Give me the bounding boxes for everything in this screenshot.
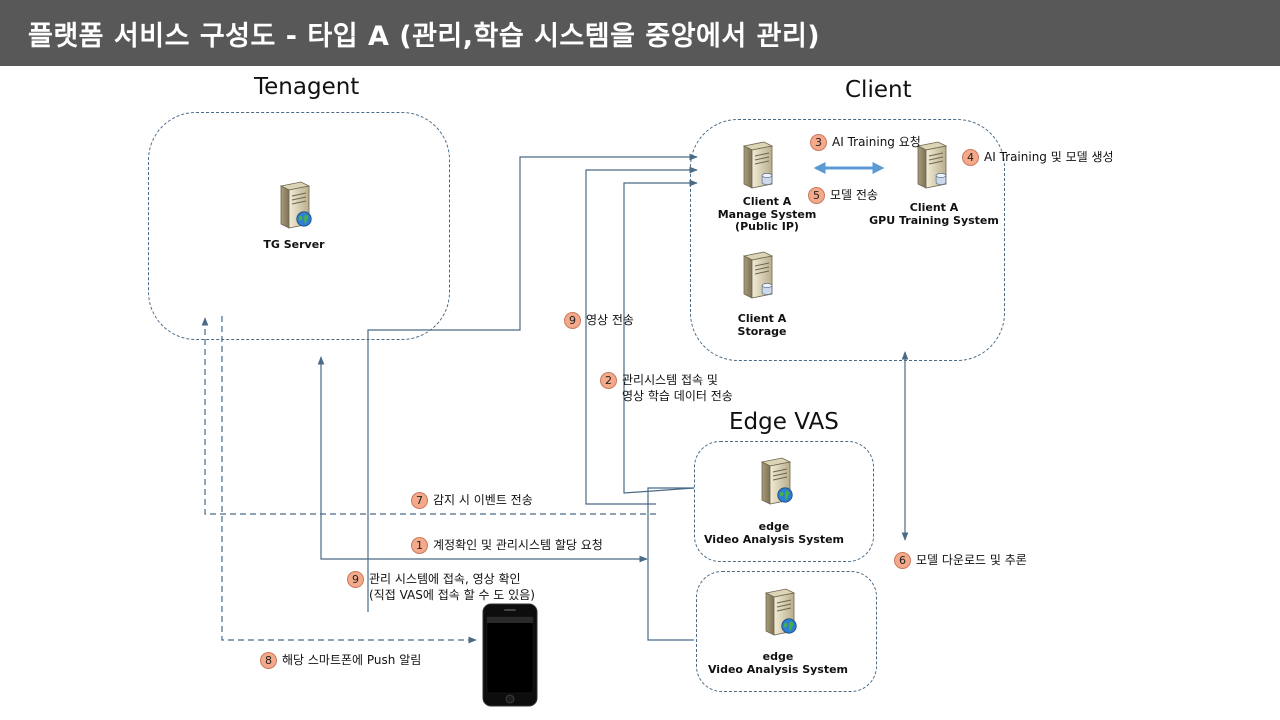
step-7: 7 감지 시 이벤트 전송 bbox=[411, 492, 533, 509]
step-badge: 9 bbox=[347, 571, 364, 588]
step-badge: 2 bbox=[600, 372, 617, 389]
step-text: 관리 시스템에 접속, 영상 확인 bbox=[369, 572, 521, 586]
step-text: 모델 전송 bbox=[830, 188, 878, 202]
server-icon bbox=[743, 141, 773, 189]
step-badge: 3 bbox=[810, 134, 827, 151]
step-4: 4 AI Training 및 모델 생성 bbox=[962, 149, 1114, 166]
step-badge: 7 bbox=[411, 492, 428, 509]
step-9b: 9 관리 시스템에 접속, 영상 확인 (직접 VAS에 접속 할 수 도 있음… bbox=[347, 571, 535, 603]
step-text: 영상 전송 bbox=[586, 313, 634, 327]
edge1-label: edge Video Analysis System bbox=[703, 520, 845, 546]
step-5: 5 모델 전송 bbox=[808, 187, 878, 204]
edge2-label: edge Video Analysis System bbox=[707, 650, 849, 676]
step-1: 1 계정확인 및 관리시스템 할당 요청 bbox=[411, 537, 603, 554]
edge-region-2 bbox=[696, 571, 877, 692]
server-icon bbox=[280, 181, 312, 229]
step-3: 3 AI Training 요청 bbox=[810, 134, 921, 151]
step-text: 영상 학습 데이터 전송 bbox=[622, 389, 733, 403]
step-text: 모델 다운로드 및 추론 bbox=[916, 553, 1027, 567]
step-badge: 1 bbox=[411, 537, 428, 554]
client-region bbox=[690, 119, 1005, 361]
step-badge: 4 bbox=[962, 149, 979, 166]
tenagent-region-label: Tenagent bbox=[254, 74, 360, 100]
step-badge: 8 bbox=[260, 652, 277, 669]
tenagent-region bbox=[148, 112, 450, 340]
step-text: (직접 VAS에 접속 할 수 도 있음) bbox=[369, 588, 535, 602]
step-2: 2 관리시스템 접속 및 영상 학습 데이터 전송 bbox=[600, 372, 733, 404]
server-icon bbox=[743, 251, 773, 299]
title-bar: 플랫폼 서비스 구성도 - 타입 A (관리,학습 시스템을 중앙에서 관리) bbox=[0, 0, 1280, 66]
client-region-label: Client bbox=[845, 77, 912, 103]
tg-server-label: TG Server bbox=[263, 238, 325, 251]
step-badge: 5 bbox=[808, 187, 825, 204]
client-storage-label: Client A Storage bbox=[737, 312, 787, 338]
arrow-1-account-request bbox=[317, 356, 648, 563]
edge-branch-line bbox=[647, 487, 694, 641]
smartphone-icon bbox=[482, 603, 538, 707]
edge-region-1 bbox=[694, 441, 874, 562]
arrow-8-push-dashed bbox=[221, 316, 477, 644]
server-icon bbox=[765, 588, 797, 636]
step-badge: 6 bbox=[894, 552, 911, 569]
step-badge: 9 bbox=[564, 312, 581, 329]
arrow-7-event-dashed bbox=[201, 317, 656, 515]
step-6: 6 모델 다운로드 및 추론 bbox=[894, 552, 1027, 569]
step-text: 관리시스템 접속 및 bbox=[622, 373, 718, 387]
client-gpu-label: Client A GPU Training System bbox=[869, 201, 999, 227]
arrow-2-manage-access bbox=[623, 179, 698, 494]
step-text: 계정확인 및 관리시스템 할당 요청 bbox=[433, 538, 603, 552]
arrow-9-video-transfer bbox=[585, 166, 698, 505]
step-text: 감지 시 이벤트 전송 bbox=[433, 493, 533, 507]
client-manage-label: Client A Manage System (Public IP) bbox=[717, 195, 817, 233]
step-text: AI Training 및 모델 생성 bbox=[984, 150, 1114, 164]
step-9a: 9 영상 전송 bbox=[564, 312, 634, 329]
page-title: 플랫폼 서비스 구성도 - 타입 A (관리,학습 시스템을 중앙에서 관리) bbox=[28, 21, 821, 52]
edge-vas-region-label: Edge VAS bbox=[729, 409, 839, 435]
server-icon bbox=[761, 457, 793, 505]
step-text: AI Training 요청 bbox=[832, 135, 921, 149]
step-8: 8 해당 스마트폰에 Push 알림 bbox=[260, 652, 421, 669]
step-text: 해당 스마트폰에 Push 알림 bbox=[282, 653, 422, 667]
